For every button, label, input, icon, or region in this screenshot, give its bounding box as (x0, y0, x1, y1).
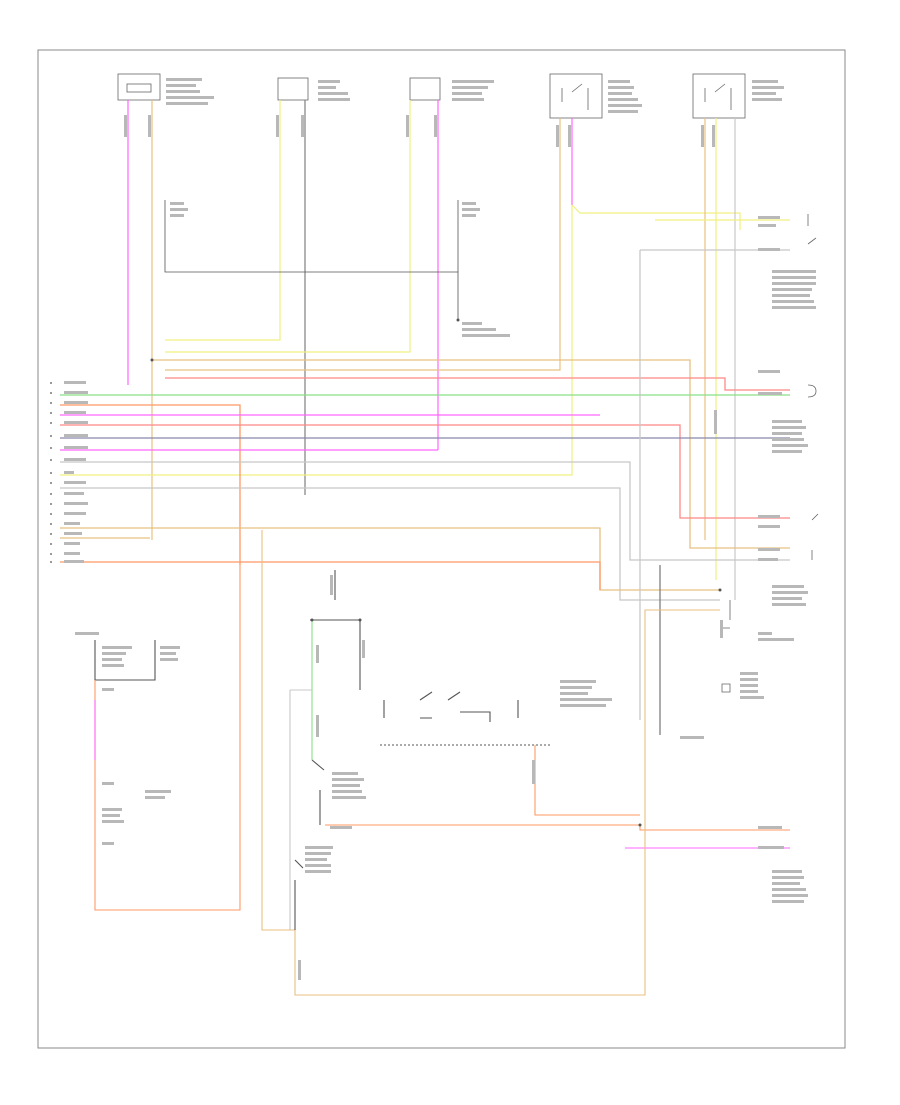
wire-tan-h1 (152, 359, 790, 549)
top-drop-wires (60, 100, 741, 600)
splice-labels (170, 202, 510, 337)
diagram-border (37, 49, 846, 1049)
lower-labels (298, 575, 808, 980)
wire-tan-2 (165, 118, 561, 371)
wire-orange-switch (325, 824, 790, 831)
wire-yellow-3 (60, 205, 573, 476)
wire-orange-fuse (94, 562, 241, 911)
relay-box-1 (549, 73, 603, 119)
fuse-chain (94, 562, 241, 911)
wire-red-h2 (60, 424, 790, 519)
wire-orange-vert (534, 745, 640, 816)
splice-lines (164, 200, 459, 320)
wire-orange-h1 (60, 404, 241, 565)
component-box-1 (117, 73, 161, 101)
relay-1-contacts (561, 83, 589, 110)
wire-yellow-2 (165, 100, 411, 353)
wire-lightgray-h2 (60, 487, 720, 601)
relay-box-2 (692, 73, 746, 119)
wire-yellow-relay (571, 204, 741, 230)
component-box-3 (409, 77, 441, 101)
component-box-1-inner (126, 83, 152, 93)
wire-red-h1 (165, 377, 790, 391)
wire-tan-h2 (60, 527, 720, 591)
lower-switches (261, 530, 790, 996)
wire-tan-loop (261, 530, 720, 996)
top-components (117, 73, 746, 119)
top-label-blocks (166, 78, 784, 113)
right-labels (680, 216, 816, 739)
fuse-labels (75, 632, 180, 845)
wire-yellow-1 (165, 100, 281, 341)
splice-dots (150, 318, 722, 827)
right-components (721, 214, 819, 693)
left-pin-numbers (50, 382, 52, 563)
relay-2-contacts (704, 83, 732, 110)
fuse-box (94, 640, 156, 681)
wire-id-labels (124, 115, 723, 638)
wire-lightgray-h1 (60, 461, 790, 561)
main-harness (60, 219, 790, 735)
component-box-2 (277, 77, 309, 101)
left-connector-labels (64, 381, 88, 563)
transmission-relay-contacts (419, 691, 491, 722)
